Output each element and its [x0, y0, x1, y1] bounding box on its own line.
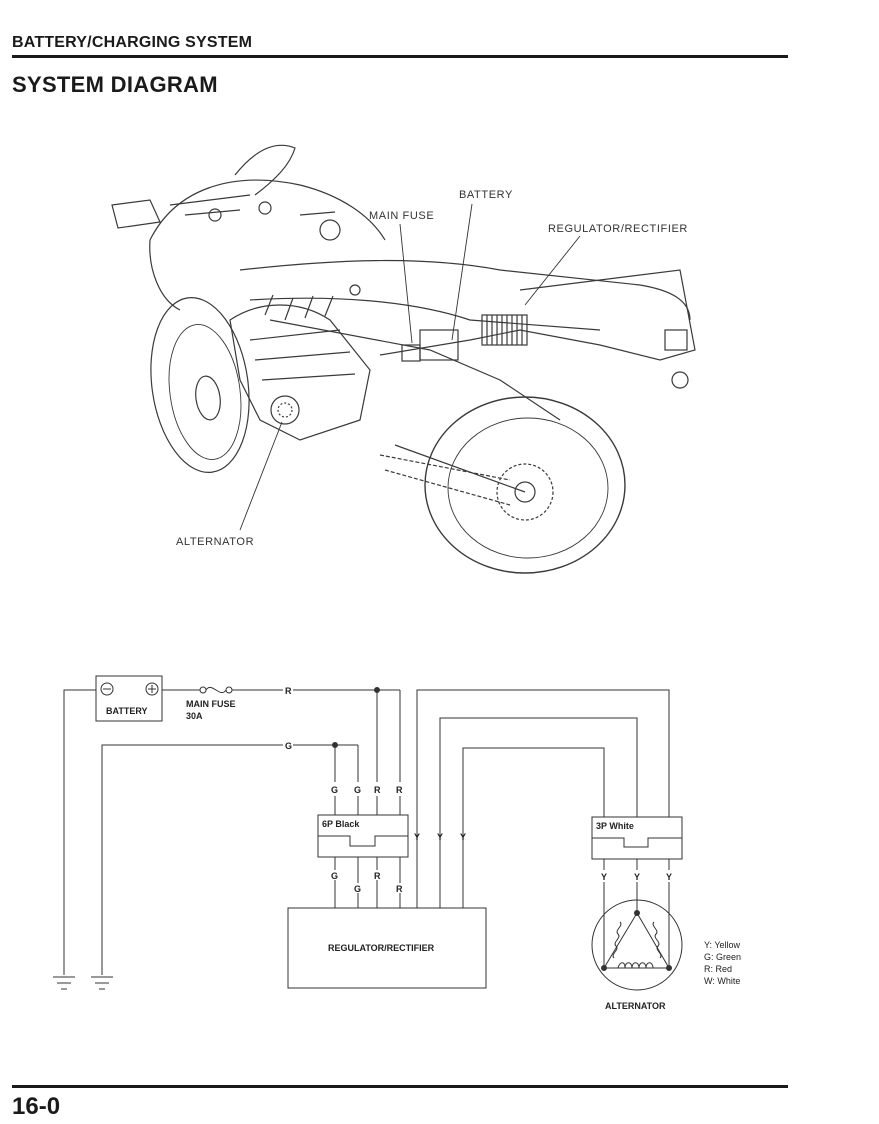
- wire-code-y-6: Y: [666, 872, 672, 882]
- wire-code-g-4: G: [354, 884, 361, 894]
- mirror: [111, 199, 161, 229]
- motorcycle-illustration: [111, 144, 696, 574]
- wire-code-y-5: Y: [634, 872, 640, 882]
- section-title: BATTERY/CHARGING SYSTEM: [12, 34, 253, 51]
- illustration-labels: BATTERY MAIN FUSE REGULATOR/RECTIFIER AL…: [176, 189, 688, 548]
- connector-3p-label: 3P White: [596, 821, 634, 831]
- wire-code-r-1: R: [374, 785, 381, 795]
- fuse-rating: 30A: [186, 711, 203, 721]
- legend-green: G: Green: [704, 952, 741, 962]
- wire-code-y-2: Y: [437, 832, 443, 842]
- label-main-fuse: MAIN FUSE: [369, 210, 434, 222]
- wire-code-y-1: Y: [414, 832, 420, 842]
- color-legend: Y: Yellow G: Green R: Red W: White: [704, 940, 741, 986]
- wire-code-y-4: Y: [601, 872, 607, 882]
- wire-code-g-2: G: [354, 785, 361, 795]
- rear-wheel: [424, 396, 626, 574]
- connector-6p-label: 6P Black: [322, 819, 360, 829]
- wire-code-r-2: R: [396, 785, 403, 795]
- legend-red: R: Red: [704, 964, 732, 974]
- ground-symbol-left: [53, 976, 75, 990]
- wire-code-r-4: R: [396, 884, 403, 894]
- wire-code-r-top: R: [285, 686, 292, 696]
- regulator-box-label: REGULATOR/RECTIFIER: [328, 943, 435, 953]
- regulator-illustration: [481, 314, 528, 346]
- footer-rule: [12, 1085, 788, 1088]
- battery-box-label: BATTERY: [106, 706, 148, 716]
- wire-code-g-1: G: [331, 785, 338, 795]
- wire-code-r-3: R: [374, 871, 381, 881]
- fuse-label: MAIN FUSE: [186, 699, 236, 709]
- alternator-label: ALTERNATOR: [605, 1001, 666, 1011]
- wire-code-g-3: G: [331, 871, 338, 881]
- wire-code-y-3: Y: [460, 832, 466, 842]
- illustration-leaders: [239, 203, 581, 531]
- regulator-rectifier-box: [287, 907, 487, 989]
- ground-symbol-right: [91, 976, 113, 990]
- legend-yellow: Y: Yellow: [704, 940, 741, 950]
- alternator-illustration: [270, 395, 300, 425]
- connector-6p-black: [317, 814, 409, 858]
- alternator-symbol: [591, 899, 683, 991]
- label-alternator: ALTERNATOR: [176, 536, 254, 548]
- header-rule: [12, 55, 788, 58]
- front-wheel: [150, 297, 250, 473]
- fuse-symbol: [199, 686, 233, 694]
- page-number: 16-0: [12, 1093, 61, 1120]
- rear-sprocket: [496, 463, 554, 521]
- wire-code-g-top: G: [285, 741, 292, 751]
- legend-white: W: White: [704, 976, 740, 986]
- label-regulator-rectifier: REGULATOR/RECTIFIER: [548, 223, 688, 235]
- label-battery: BATTERY: [459, 189, 513, 201]
- wiring-schematic: [53, 675, 683, 991]
- main-fuse-illustration: [401, 344, 421, 362]
- battery-symbol: [95, 675, 163, 722]
- page-title: SYSTEM DIAGRAM: [12, 72, 218, 97]
- schematic-labels: BATTERY MAIN FUSE 30A R G G G R R 6P Bla…: [106, 686, 741, 1011]
